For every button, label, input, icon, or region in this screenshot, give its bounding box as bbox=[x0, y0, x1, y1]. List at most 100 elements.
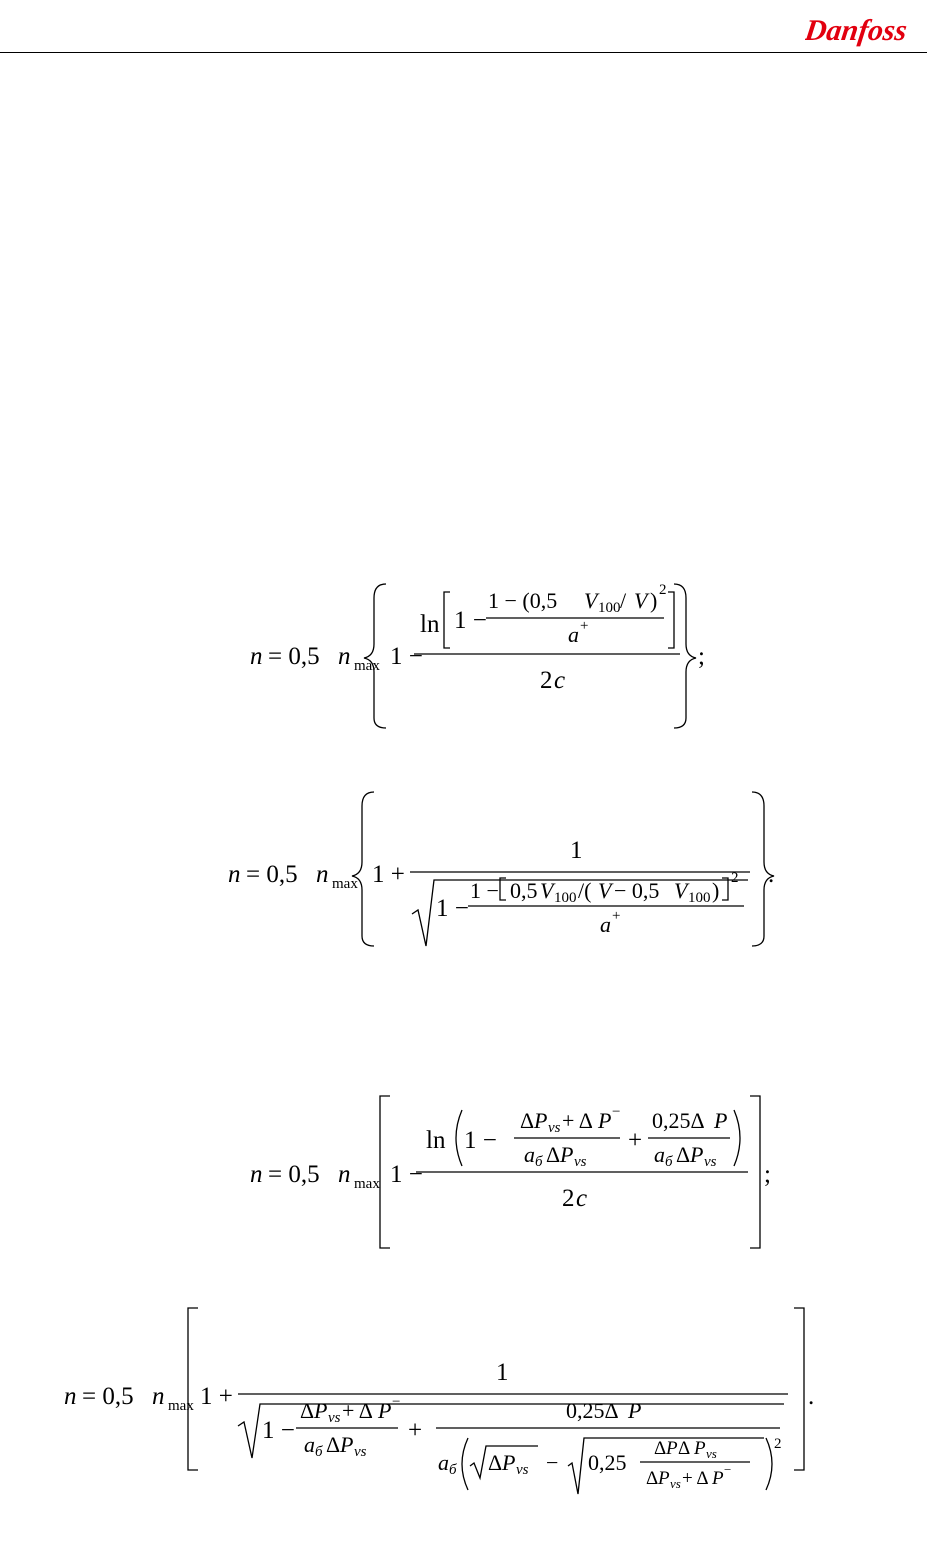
lhs-eq: = 0,5 bbox=[82, 1383, 134, 1410]
f1-num-plus: + Δ bbox=[562, 1108, 593, 1133]
f1-den-b: б bbox=[535, 1154, 543, 1170]
f2-num: 0,25Δ bbox=[566, 1398, 619, 1423]
inner-close: ) bbox=[712, 878, 719, 903]
num-V2: V bbox=[634, 588, 650, 613]
inner-right-bracket bbox=[722, 877, 729, 901]
right-curly-brace bbox=[751, 791, 775, 947]
logo-text: Danfoss bbox=[805, 13, 909, 47]
ln: ln bbox=[426, 1127, 446, 1154]
num-sub-100: 100 bbox=[598, 600, 621, 616]
f1-num-P: P bbox=[313, 1398, 327, 1423]
formula-1: n = 0,5 n max 1 − ln 1 − 1 − (0,5 V 100 … bbox=[250, 578, 705, 738]
r2-den-plus: + Δ bbox=[682, 1468, 709, 1489]
f1-num-P: P bbox=[533, 1108, 547, 1133]
f2-num-P: P bbox=[627, 1398, 641, 1423]
inner-100b: 100 bbox=[688, 890, 711, 906]
c-var: c bbox=[576, 1185, 587, 1212]
lhs-n: n bbox=[64, 1383, 77, 1410]
den-a: a bbox=[568, 622, 579, 647]
inner-minus: − 0,5 bbox=[614, 878, 659, 903]
plus: + bbox=[408, 1417, 422, 1444]
lhs-n: n bbox=[250, 643, 263, 670]
f2-num-P: P bbox=[713, 1108, 727, 1133]
den-radical-2 bbox=[567, 1437, 764, 1495]
lhs-n2: n bbox=[338, 1161, 351, 1188]
left-curly-brace bbox=[351, 791, 375, 947]
formula-3: n = 0,5 n max 1 − ln 1 − Δ P vs + Δ P − … bbox=[250, 1092, 790, 1254]
lhs-eq: = 0,5 bbox=[268, 643, 320, 670]
num-close: ) bbox=[650, 588, 657, 613]
f1-num-vs: vs bbox=[548, 1120, 561, 1136]
num-one: 1 bbox=[496, 1359, 509, 1386]
left-square-bracket bbox=[187, 1307, 198, 1471]
one-minus: 1 − bbox=[390, 1161, 423, 1188]
f2-den-vs: vs bbox=[704, 1154, 717, 1170]
root-one-minus: 1 − bbox=[436, 895, 469, 922]
r2-val: 0,25 bbox=[588, 1450, 627, 1475]
f1-den-b: б bbox=[315, 1444, 323, 1460]
r2-den-vs: vs bbox=[670, 1476, 681, 1491]
page-header: Danfoss bbox=[0, 0, 927, 60]
f2-den-vs: vs bbox=[516, 1462, 529, 1478]
f1-den-P: P bbox=[339, 1432, 353, 1457]
one-minus: 1 − bbox=[390, 643, 423, 670]
f1-num-sup: − bbox=[612, 1104, 620, 1120]
right-square-bracket bbox=[794, 1307, 805, 1471]
lhs-n2: n bbox=[152, 1383, 165, 1410]
inner-V3: V bbox=[674, 878, 690, 903]
f1-num-delta: Δ bbox=[520, 1108, 534, 1133]
f1-den-a: a bbox=[304, 1432, 315, 1457]
den-minus: − bbox=[546, 1450, 558, 1475]
num-one: 1 bbox=[570, 837, 583, 864]
num-slash: / bbox=[620, 588, 627, 613]
den-a: a bbox=[600, 912, 611, 937]
lhs-n2: n bbox=[316, 861, 329, 888]
lhs-n: n bbox=[228, 861, 241, 888]
right-paren bbox=[733, 1109, 741, 1167]
den-a-sup: + bbox=[580, 618, 588, 634]
danfoss-logo: Danfoss bbox=[805, 13, 909, 47]
inner-100: 100 bbox=[554, 890, 577, 906]
right-square-bracket bbox=[668, 591, 675, 649]
terminator: . bbox=[768, 861, 774, 888]
den-left-paren bbox=[461, 1437, 469, 1491]
f2-den-delta: Δ bbox=[488, 1450, 502, 1475]
f1-num-P2: P bbox=[597, 1108, 611, 1133]
r2-num-delta2: Δ bbox=[678, 1438, 690, 1459]
num-one: 1 − (0,5 bbox=[488, 588, 557, 613]
f1-den-delta: Δ bbox=[546, 1142, 560, 1167]
lhs-eq: = 0,5 bbox=[268, 1161, 320, 1188]
terminator: ; bbox=[764, 1161, 771, 1188]
left-square-bracket bbox=[379, 1095, 390, 1249]
lhs-sub-max: max bbox=[354, 658, 380, 674]
f2-den-b: б bbox=[449, 1462, 457, 1478]
num-square: 2 bbox=[659, 582, 667, 598]
den-right-paren bbox=[765, 1437, 773, 1491]
left-square-bracket bbox=[443, 591, 450, 649]
left-paren bbox=[455, 1109, 463, 1167]
r2-num-P: P bbox=[665, 1438, 678, 1459]
lhs-n: n bbox=[250, 1161, 263, 1188]
plus: + bbox=[628, 1127, 642, 1154]
c-two: 2 bbox=[562, 1185, 575, 1212]
f2-den-a: a bbox=[438, 1450, 449, 1475]
one-minus-inner: 1 − bbox=[454, 607, 487, 634]
left-curly-brace bbox=[363, 583, 387, 729]
num-V: V bbox=[584, 588, 600, 613]
inner-square: 2 bbox=[731, 870, 739, 886]
f2-num: 0,25Δ bbox=[652, 1108, 705, 1133]
f1-den-delta: Δ bbox=[326, 1432, 340, 1457]
f1-num-vs: vs bbox=[328, 1410, 341, 1426]
one-plus: 1 + bbox=[372, 861, 405, 888]
f1-den-P: P bbox=[559, 1142, 573, 1167]
f2-den-b: б bbox=[665, 1154, 673, 1170]
f1-den-vs: vs bbox=[574, 1154, 587, 1170]
r2-den-P: P bbox=[657, 1468, 670, 1489]
terminator: ; bbox=[698, 643, 705, 670]
f1-den-vs: vs bbox=[354, 1444, 367, 1460]
lhs-eq: = 0,5 bbox=[246, 861, 298, 888]
f1-num-sup: − bbox=[392, 1394, 400, 1410]
f1-num-delta: Δ bbox=[300, 1398, 314, 1423]
inner-left-bracket bbox=[499, 877, 506, 901]
r2-den-delta: Δ bbox=[646, 1468, 658, 1489]
